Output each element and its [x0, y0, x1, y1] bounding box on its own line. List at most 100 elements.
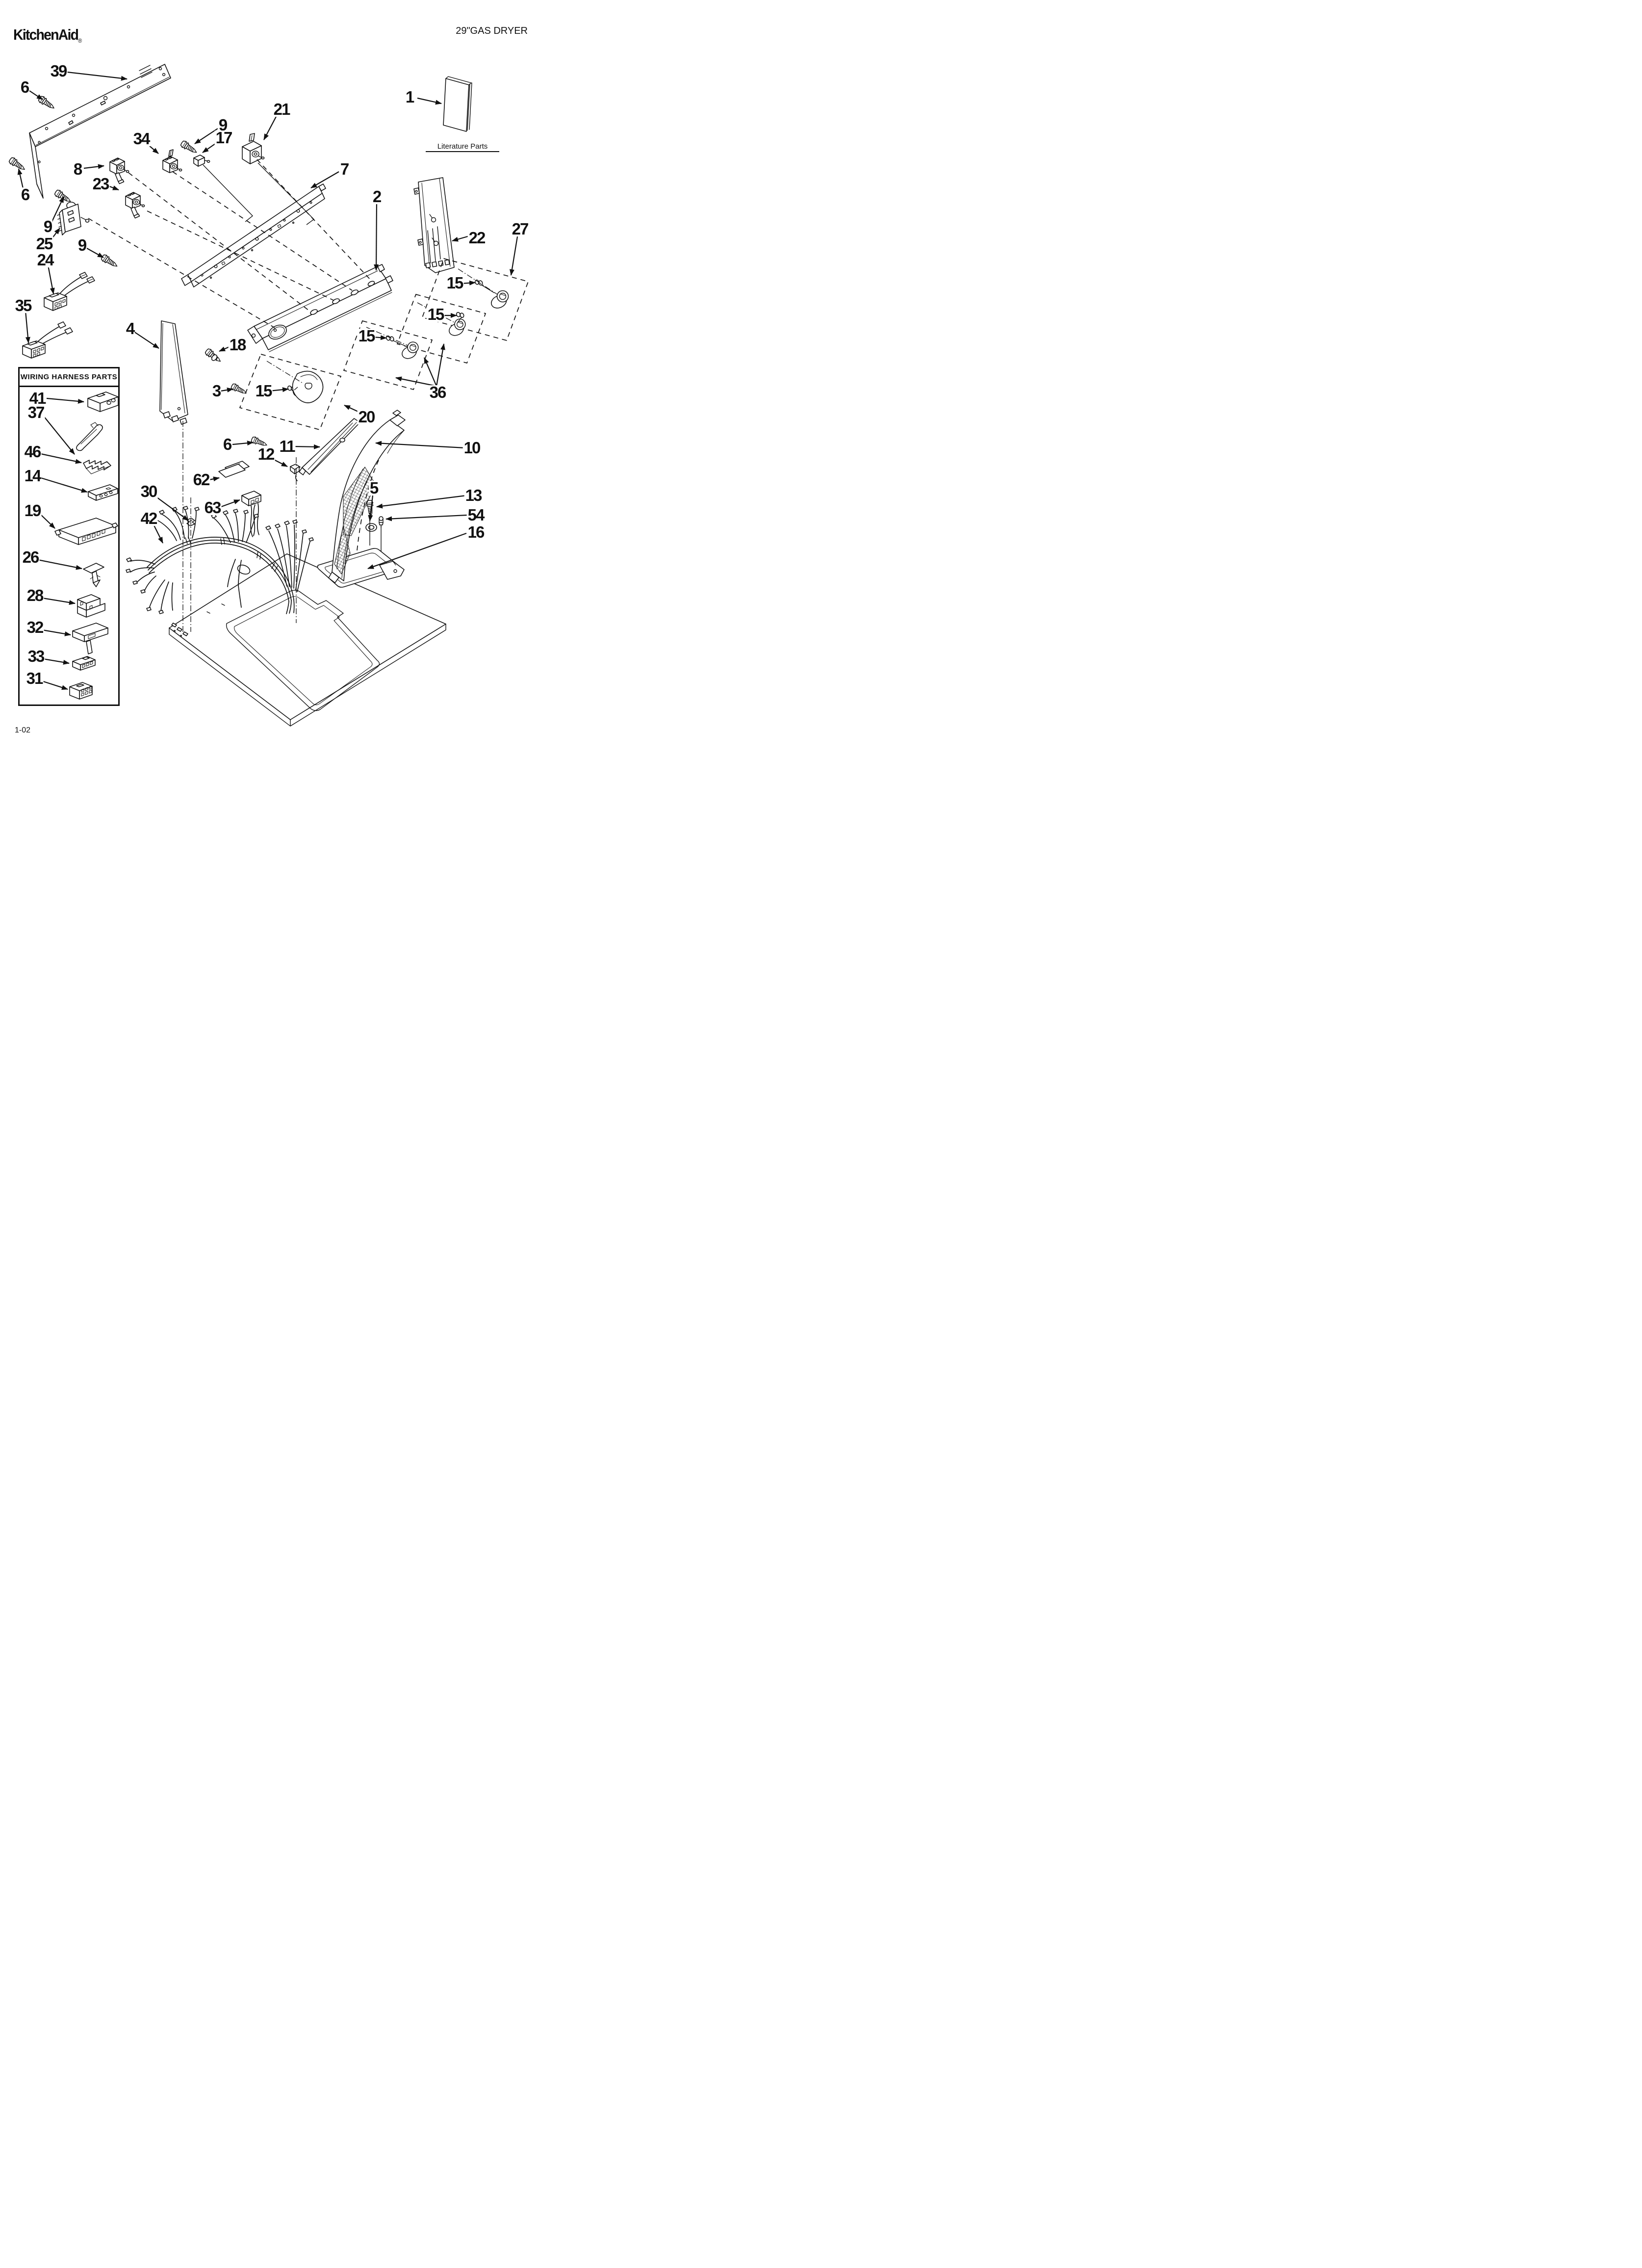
callout-3: 3: [211, 382, 221, 400]
arrow-39: [67, 71, 128, 81]
dryer-top-panel: [169, 548, 446, 727]
callout-63: 63: [203, 498, 222, 517]
dashdot-line: [366, 327, 408, 346]
callout-37: 37: [26, 403, 45, 422]
dash-line: [257, 159, 372, 282]
callout-36: 36: [428, 383, 447, 402]
arrow-35: [25, 311, 30, 343]
cycle-switch: [162, 149, 182, 173]
console-end-cap-right: [413, 177, 455, 273]
callout-5: 5: [368, 479, 379, 497]
callout-6-mid: 6: [222, 435, 232, 454]
arrow-9-top: [194, 128, 218, 144]
arrow-4: [133, 331, 159, 349]
block-14: [88, 484, 118, 501]
callout-54: 54: [466, 506, 485, 524]
grommet: [365, 523, 377, 532]
wiring-box-parts: [54, 391, 119, 700]
console-mounting-bracket: [181, 183, 326, 287]
solid-line: [481, 285, 495, 293]
callout-62: 62: [192, 470, 210, 489]
solid-line: [458, 317, 462, 322]
dash-line: [147, 210, 334, 301]
callout-42: 42: [139, 509, 158, 528]
insulator-pad: [218, 461, 250, 478]
callout-46: 46: [23, 443, 42, 461]
wiring-harness-parts-box: WIRING HARNESS PARTS: [18, 367, 120, 706]
connector-41: [87, 391, 119, 412]
callout-33: 33: [26, 647, 45, 666]
arrow-30: [153, 494, 189, 521]
arrow-21: [263, 113, 278, 140]
brand-logo: KitchenAid®: [13, 26, 82, 44]
callout-27: 27: [511, 220, 529, 238]
grille-clip: [290, 464, 301, 481]
arrow-10: [375, 441, 466, 449]
callout-41: 41: [28, 389, 47, 408]
callout-8: 8: [72, 160, 82, 179]
callout-21: 21: [272, 100, 291, 119]
registered-mark-icon: ®: [78, 37, 82, 44]
indicator-bulb: [379, 516, 384, 528]
connector-33: [72, 656, 96, 671]
dashdot-line: [458, 268, 498, 295]
callout-24: 24: [36, 251, 54, 269]
console-front-panel: [247, 264, 393, 352]
brand-name: KitchenAid: [13, 26, 79, 43]
callout-13: 13: [464, 486, 483, 505]
connector-32: [72, 623, 108, 654]
callout-26: 26: [21, 548, 40, 567]
callout-11: 11: [278, 437, 296, 456]
callout-16: 16: [466, 523, 485, 542]
arrow-26: [37, 559, 82, 570]
temperature-switch: [125, 192, 145, 219]
relay-block-28: [77, 594, 105, 618]
arrow-7: [310, 171, 339, 188]
push-to-start-switch: [109, 157, 129, 184]
callout-arrows: [17, 71, 519, 690]
solid-line: [392, 340, 406, 346]
main-wiring-harness: [126, 506, 314, 614]
callout-39: 39: [49, 62, 68, 80]
arrow-6-mid: [232, 441, 254, 446]
arrow-24: [47, 265, 55, 294]
arrow-32: [42, 629, 71, 636]
clip-46: [83, 460, 111, 474]
arrow-1: [417, 97, 442, 105]
arrow-27: [510, 233, 519, 276]
callout-22: 22: [467, 229, 486, 247]
callout-15-a: 15: [445, 274, 464, 292]
literature-booklet: [443, 76, 472, 132]
callout-25: 25: [35, 235, 53, 253]
callout-15-b: 15: [426, 305, 445, 324]
jumper-harness-24: [44, 272, 95, 311]
rear-console-panel: [29, 64, 171, 199]
lint-duct-grille: [328, 410, 406, 583]
jumper-harness-35: [22, 321, 73, 359]
dashdot-line: [417, 302, 455, 323]
arrow-6-left: [17, 168, 24, 189]
callout-2: 2: [371, 187, 382, 206]
arrow-2: [374, 202, 379, 271]
callout-12: 12: [257, 445, 275, 464]
callout-7: 7: [339, 160, 349, 179]
arrow-37: [43, 415, 75, 455]
arrow-6-top: [29, 90, 43, 100]
arrow-13: [376, 495, 467, 509]
literature-parts-label: Literature Parts: [426, 142, 499, 152]
dash-line: [128, 172, 309, 311]
thermal-fuse: [193, 155, 210, 167]
arrow-36-3: [436, 343, 445, 387]
callout-30: 30: [139, 482, 158, 501]
revision-code: 1-02: [15, 726, 31, 734]
connector-19: [54, 518, 118, 545]
arrow-16: [367, 532, 467, 570]
arrow-5: [368, 491, 374, 521]
callout-34: 34: [132, 130, 151, 148]
exploded-diagram-canvas: [7, 64, 529, 727]
console-end-cap-left: [159, 320, 188, 425]
callout-9-top: 9: [217, 116, 228, 134]
dash-line: [172, 171, 353, 291]
arrow-22: [452, 235, 470, 242]
callout-18: 18: [228, 336, 247, 354]
